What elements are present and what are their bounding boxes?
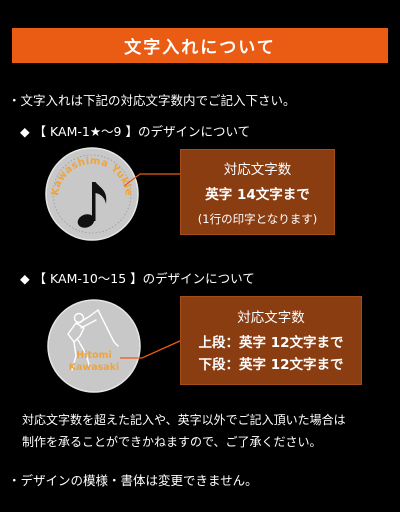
connector-line-2 <box>120 339 182 359</box>
coin2-line2: Kawasaki <box>69 362 120 373</box>
notice-line-1: 対応文字数を超えた記入や、英字以外でご記入頂いた場合は <box>22 413 346 427</box>
section1-heading: ◆ 【 KAM-1★～9 】のデザインについて <box>20 124 251 139</box>
char-limit-box-1: 対応文字数 英字 14文字まで (1行の印字となります) <box>180 149 335 235</box>
music-note-icon <box>77 182 107 228</box>
box1-title: 対応文字数 <box>223 161 292 178</box>
box2-line1: 上段：英字 12文字まで <box>198 334 344 351</box>
box2-title: 対応文字数 <box>237 309 305 326</box>
char-limit-box-2: 対応文字数 上段：英字 12文字まで 下段：英字 12文字まで <box>180 296 362 385</box>
section-header: 文字入れについて <box>12 28 388 63</box>
section2-heading: ◆ 【 KAM-10～15 】のデザインについて <box>20 271 255 286</box>
golfer-silhouette-icon <box>67 309 119 371</box>
coin-sample-1: Kawashima Yukie <box>44 146 140 242</box>
coin2-line1: Hitomi <box>76 350 111 361</box>
box1-sub: (1行の印字となります) <box>197 211 318 226</box>
footer-note: ・デザインの模様・書体は変更できません。 <box>8 473 258 488</box>
notice-line-2: 制作を承ることができかねますので、ご了承ください。 <box>22 435 322 449</box>
box2-line2: 下段：英字 12文字まで <box>198 356 344 373</box>
box1-main: 英字 14文字まで <box>205 186 310 203</box>
header-title: 文字入れについて <box>124 38 276 58</box>
coin-sample-2: Hitomi Kawasaki <box>46 298 142 394</box>
intro-text: ・文字入れは下記の対応文字数内でご記入下さい。 <box>8 93 296 108</box>
connector-line-1 <box>124 173 182 187</box>
